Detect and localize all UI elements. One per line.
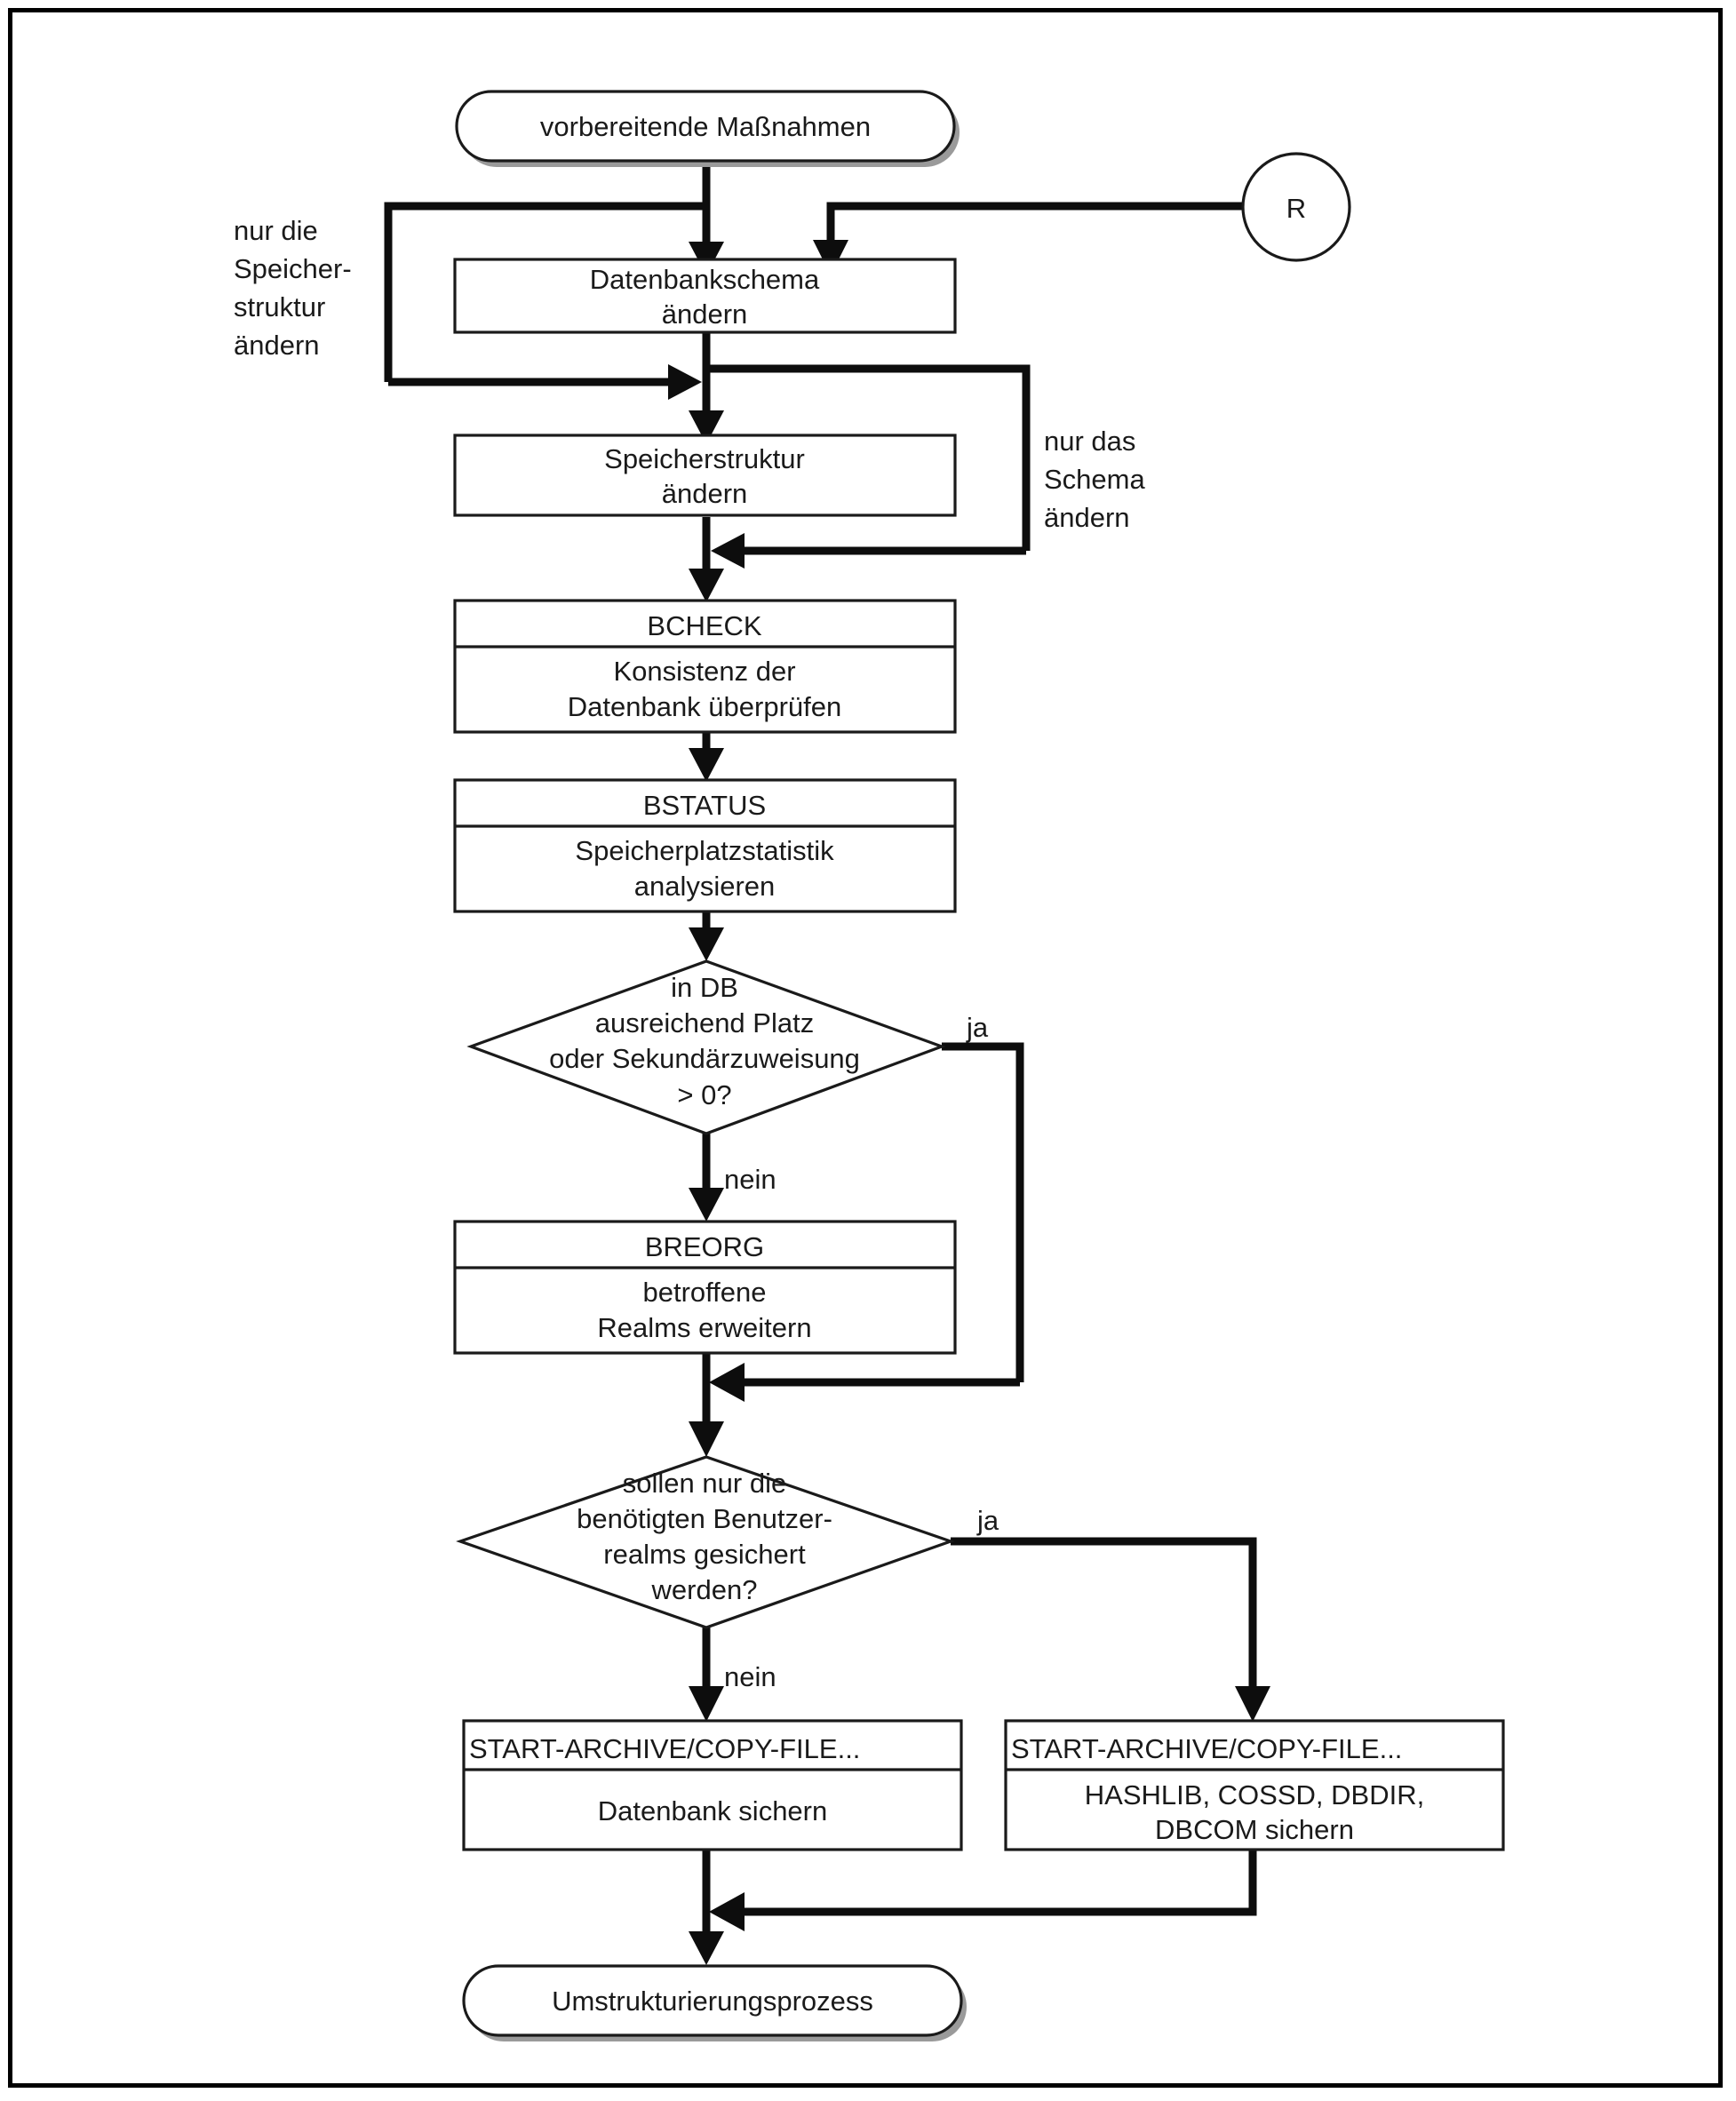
node-speicherstruktur-line2: ändern [662, 478, 748, 509]
node-decision-backup-line4: werden? [651, 1574, 758, 1605]
node-archive-parts-line2: DBCOM sichern [1155, 1814, 1354, 1845]
node-connector-r[interactable]: R [1241, 152, 1351, 262]
node-bstatus-line1: Speicherplatzstatistik [575, 835, 834, 866]
edge-label-only-storage: nur die Speicher- struktur ändern [234, 215, 352, 361]
node-decision-space-line1: in DB [671, 972, 738, 1003]
edge-archive-parts-merge [709, 1850, 1257, 1931]
node-breorg-title: BREORG [645, 1231, 764, 1262]
node-breorg-line2: Realms erweitern [597, 1312, 811, 1343]
node-bstatus[interactable]: BSTATUS Speicherplatzstatistik analysier… [453, 778, 957, 913]
edge-bstatus-to-decision-space [689, 911, 724, 961]
edge-schema-to-speicher [689, 329, 724, 444]
edge-label-only-storage-line1: nur die [234, 215, 318, 246]
node-decision-backup[interactable]: sollen nur die benötigten Benutzer- real… [456, 1455, 955, 1629]
node-datenbankschema-line2: ändern [662, 298, 748, 330]
page-border-frame [8, 8, 1723, 2088]
node-decision-backup-line2: benötigten Benutzer- [577, 1503, 832, 1534]
node-bcheck-title: BCHECK [647, 610, 762, 641]
node-datenbankschema-line1: Datenbankschema [590, 264, 820, 295]
edge-label-backup-yes: ja [976, 1505, 999, 1536]
node-archive-db-line1: Datenbank sichern [598, 1795, 828, 1826]
node-archive-parts-title: START-ARCHIVE/COPY-FILE... [1011, 1733, 1402, 1764]
node-speicherstruktur[interactable]: Speicherstruktur ändern [453, 434, 957, 517]
node-archive-db-title: START-ARCHIVE/COPY-FILE... [469, 1733, 860, 1764]
edge-breorg-to-decision-backup [689, 1350, 724, 1457]
edge-bcheck-to-bstatus [689, 733, 724, 782]
node-end-label: Umstrukturierungsprozess [552, 1986, 873, 2017]
edge-label-space-yes: ja [966, 1012, 989, 1043]
node-decision-space-line4: > 0? [677, 1079, 731, 1110]
node-bcheck-line1: Konsistenz der [613, 656, 795, 687]
node-bcheck[interactable]: BCHECK Konsistenz der Datenbank überprüf… [453, 599, 957, 734]
edge-backup-yes-to-archive-parts [951, 1537, 1270, 1722]
edge-label-only-storage-line4: ändern [234, 330, 320, 361]
edge-label-backup-no: nein [724, 1661, 776, 1692]
node-bcheck-line2: Datenbank überprüfen [568, 691, 842, 722]
edge-space-yes-bypass [709, 1042, 1024, 1402]
node-connector-r-label: R [1286, 193, 1306, 224]
node-decision-space[interactable]: in DB ausreichend Platz oder Sekundärzuw… [466, 959, 946, 1135]
edge-speicher-to-bcheck [689, 517, 724, 602]
edge-backup-no-to-archive-db [689, 1621, 724, 1722]
edge-only-storage-bypass [384, 202, 706, 400]
node-archive-parts[interactable]: START-ARCHIVE/COPY-FILE... HASHLIB, COSS… [1004, 1719, 1505, 1851]
node-end[interactable]: Umstrukturierungsprozess [462, 1964, 967, 2041]
node-decision-backup-line3: realms gesichert [603, 1539, 806, 1570]
edge-label-only-schema: nur das Schema ändern [1044, 426, 1145, 533]
node-archive-db[interactable]: START-ARCHIVE/COPY-FILE... Datenbank sic… [462, 1719, 963, 1851]
edge-space-no-to-breorg [689, 1128, 724, 1222]
node-bstatus-title: BSTATUS [643, 790, 766, 821]
edge-connector-r-to-schema [813, 202, 1244, 275]
node-start[interactable]: vorbereitende Maßnahmen [455, 90, 960, 167]
node-decision-backup-line1: sollen nur die [623, 1468, 786, 1499]
edge-label-only-schema-line3: ändern [1044, 502, 1130, 533]
edge-archive-db-to-end [689, 1850, 724, 1965]
node-bstatus-line2: analysieren [634, 871, 776, 902]
node-decision-space-line2: ausreichend Platz [595, 1007, 814, 1039]
edge-label-only-storage-line3: struktur [234, 291, 325, 322]
node-breorg-line1: betroffene [642, 1277, 766, 1308]
edge-label-only-schema-line2: Schema [1044, 464, 1145, 495]
node-start-label: vorbereitende Maßnahmen [540, 111, 871, 142]
edge-label-space-no: nein [724, 1164, 776, 1195]
node-speicherstruktur-line1: Speicherstruktur [604, 443, 805, 474]
node-decision-space-line3: oder Sekundärzuweisung [549, 1043, 860, 1074]
node-breorg[interactable]: BREORG betroffene Realms erweitern [453, 1220, 957, 1355]
edge-label-only-storage-line2: Speicher- [234, 253, 352, 284]
edge-only-schema-bypass [706, 364, 1031, 569]
node-archive-parts-line1: HASHLIB, COSSD, DBDIR, [1085, 1779, 1424, 1811]
edge-label-only-schema-line1: nur das [1044, 426, 1135, 457]
node-datenbankschema[interactable]: Datenbankschema ändern [453, 258, 957, 334]
